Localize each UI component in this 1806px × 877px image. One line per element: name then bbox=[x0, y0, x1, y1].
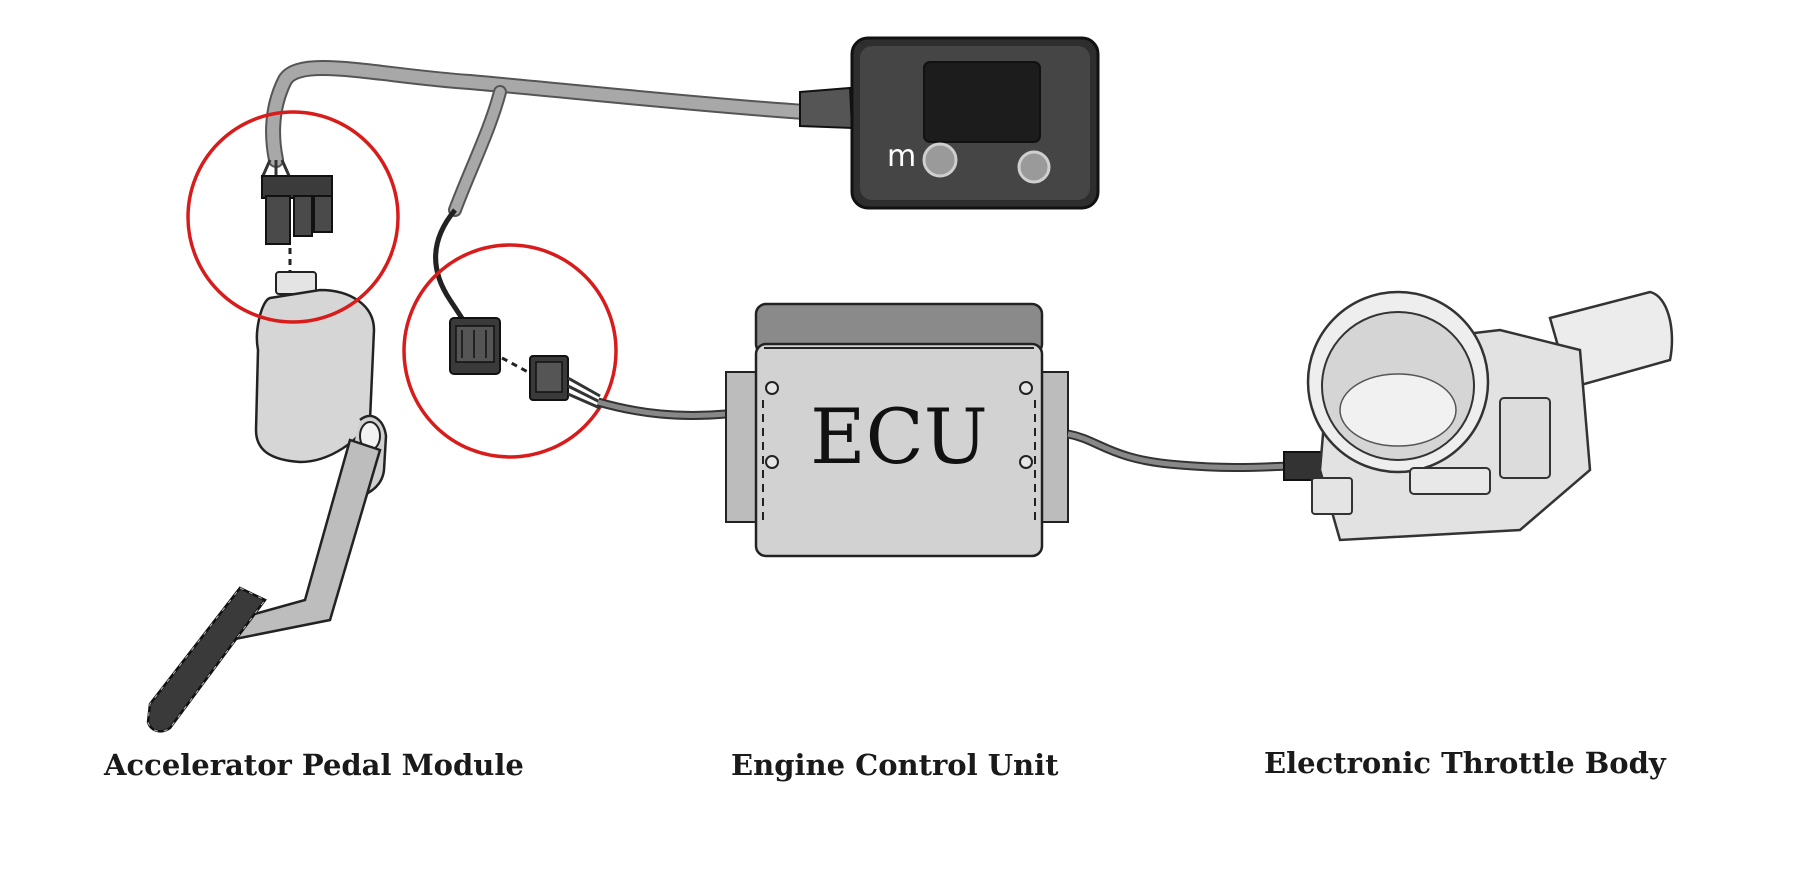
caption-engine-control-unit: Engine Control Unit bbox=[731, 748, 1059, 782]
ecu-output-cable bbox=[1067, 429, 1297, 473]
caption-accelerator-pedal-module: Accelerator Pedal Module bbox=[104, 748, 524, 782]
highlight-circle-pedal-connector bbox=[186, 110, 400, 324]
controller-ecu-connector-female bbox=[449, 317, 501, 375]
caption-electronic-throttle-body: Electronic Throttle Body bbox=[1264, 746, 1666, 780]
controller-screen bbox=[923, 61, 1041, 143]
electronic-throttle-body bbox=[1283, 290, 1674, 542]
throttle-controller-device: m bbox=[799, 36, 1100, 210]
accelerator-pedal-module bbox=[146, 271, 388, 733]
controller-button-right[interactable] bbox=[1017, 150, 1051, 184]
controller-cable-main bbox=[265, 60, 813, 168]
controller-mode-label: m bbox=[887, 139, 916, 174]
ecu-harness-connector-male bbox=[529, 355, 601, 410]
pedal-harness-connector bbox=[261, 175, 333, 245]
controller-button-left[interactable] bbox=[922, 142, 958, 178]
ecu-box: ECU bbox=[725, 302, 1069, 558]
ecu-label: ECU bbox=[810, 392, 988, 481]
highlight-circle-ecu-connector bbox=[402, 243, 618, 459]
